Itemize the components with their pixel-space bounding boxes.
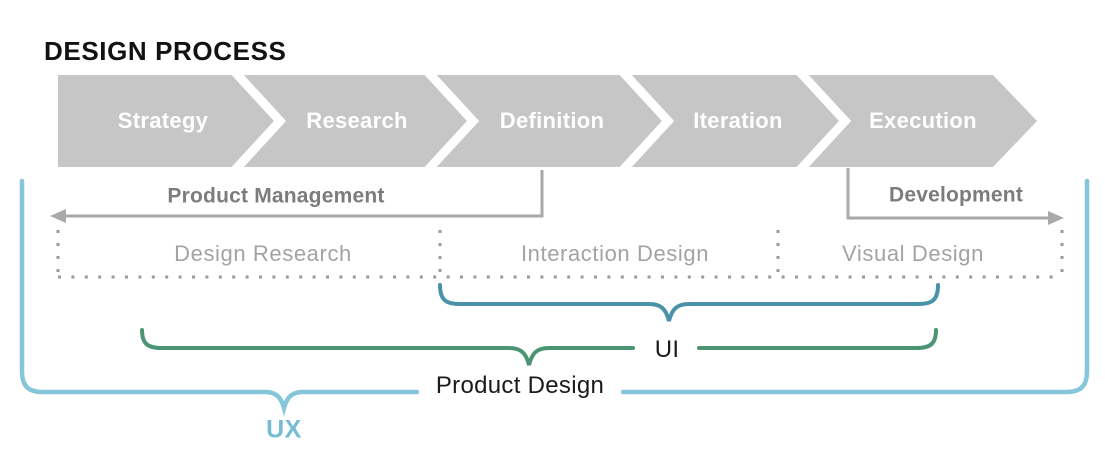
column-label-design-research: Design Research: [174, 241, 352, 266]
chevron-separator: [423, 67, 480, 175]
step-label-definition: Definition: [499, 108, 605, 133]
product-management-bracket: [63, 170, 544, 218]
column-label-interaction-design: Interaction Design: [520, 241, 710, 266]
development-label: Development: [888, 183, 1024, 207]
product-design-brace-right: [697, 328, 938, 350]
left-arrow-icon: [50, 209, 66, 223]
chevron-separator: [618, 67, 675, 175]
product-management-label: Product Management: [167, 184, 385, 208]
step-label-strategy: Strategy: [117, 108, 209, 133]
right-arrow-icon: [1048, 211, 1064, 225]
chevron-separator: [230, 67, 287, 175]
step-label-iteration: Iteration: [693, 108, 783, 133]
column-label-visual-design: Visual Design: [842, 241, 984, 266]
product-design-brace-left: [140, 328, 635, 366]
product-design-label: Product Design: [435, 372, 605, 399]
step-label-research: Research: [306, 108, 408, 133]
ux-brace-right: [620, 178, 1090, 395]
step-label-execution: Execution: [869, 108, 977, 133]
ui-label: UI: [654, 336, 680, 363]
chevron-band: [58, 75, 1037, 167]
page-title: DESIGN PROCESS: [44, 36, 287, 66]
ui-brace: [438, 283, 940, 322]
ux-label: UX: [266, 415, 302, 444]
ux-brace-left: [19, 178, 420, 417]
chevron-separator: [795, 67, 852, 175]
development-bracket: [846, 168, 1050, 220]
